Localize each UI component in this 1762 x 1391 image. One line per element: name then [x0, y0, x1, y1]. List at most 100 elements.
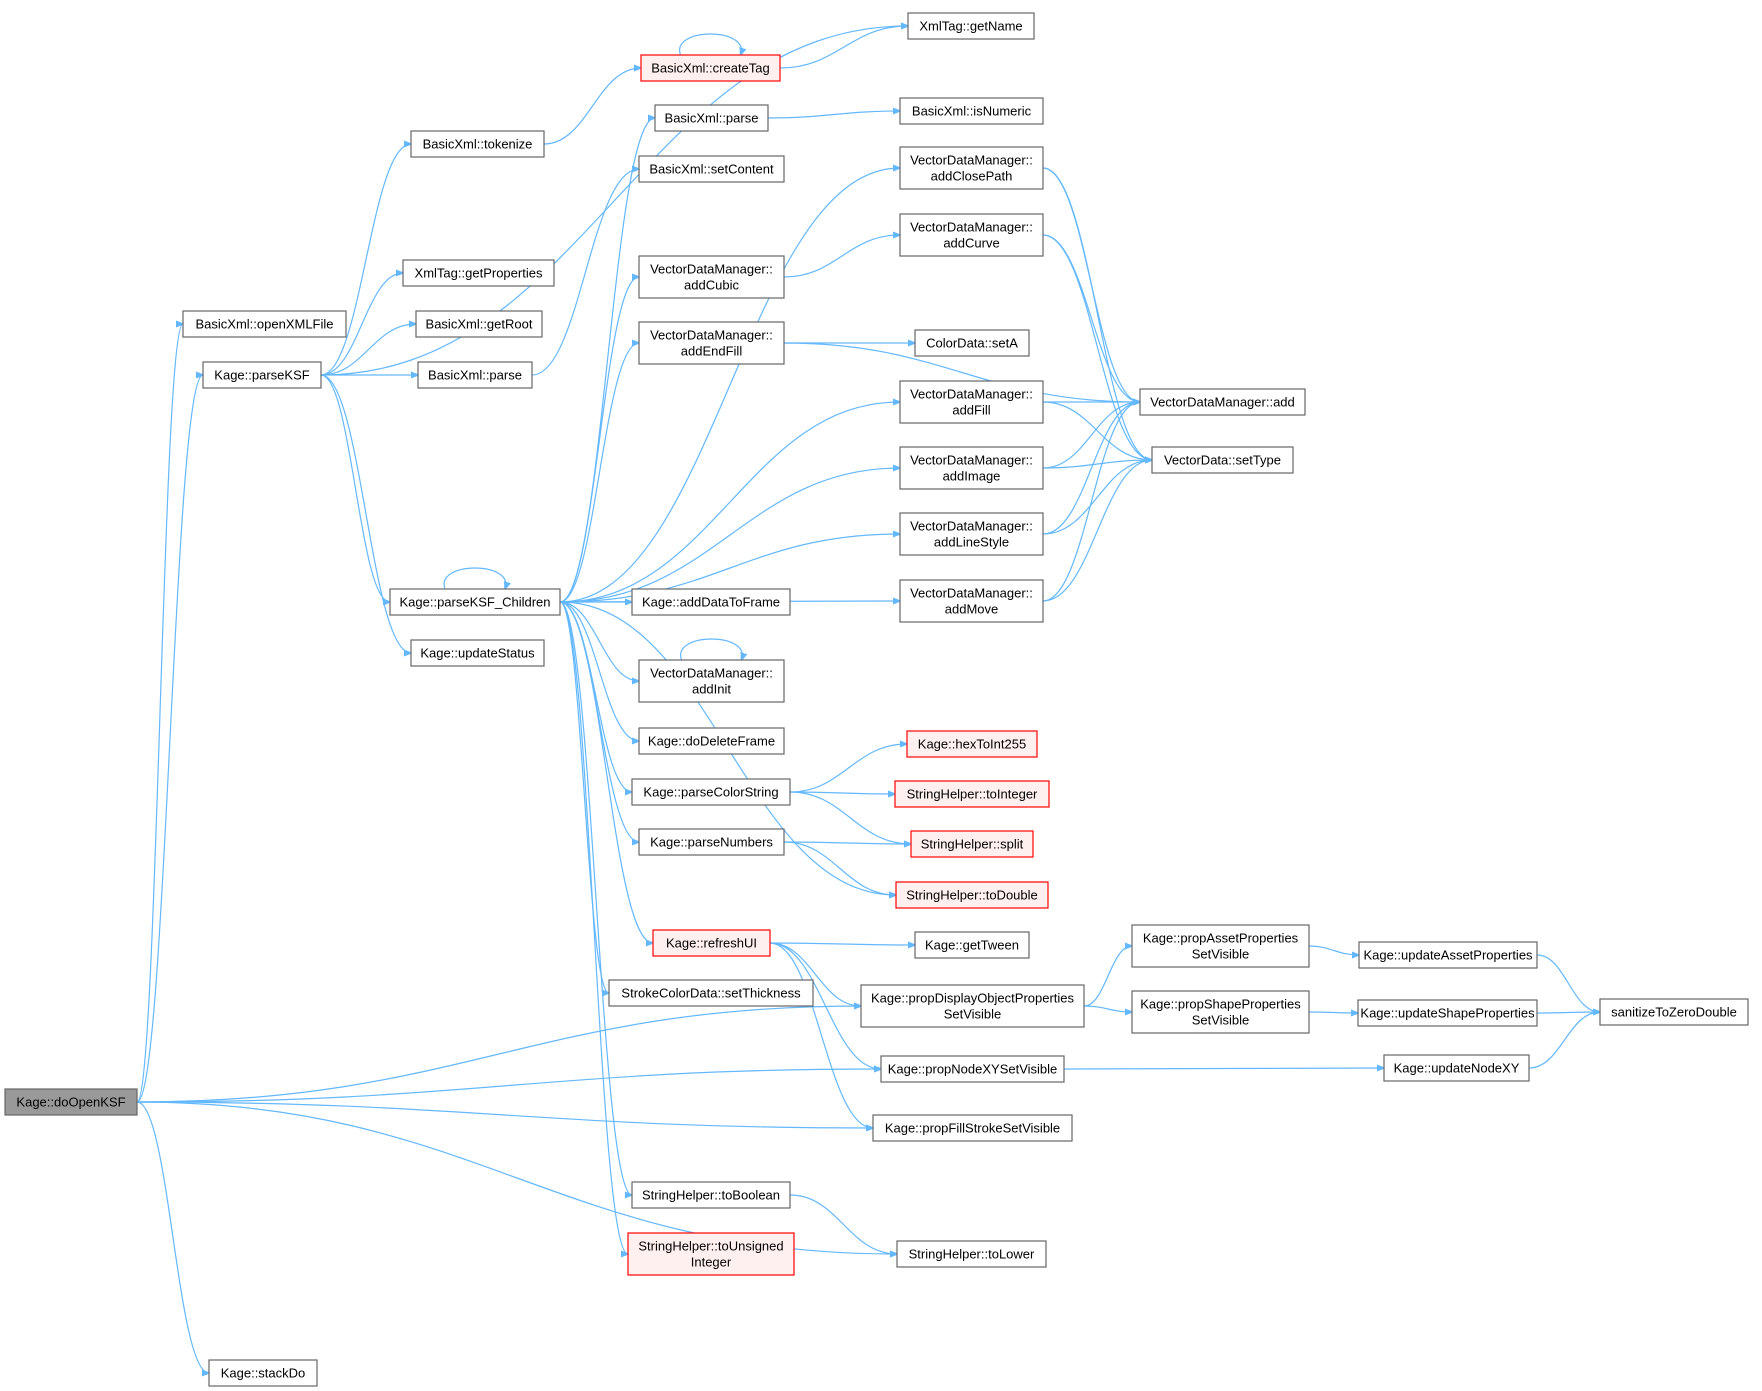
- node-getName[interactable]: XmlTag::getName: [907, 12, 1035, 40]
- node-addDataToFrame[interactable]: Kage::addDataToFrame: [631, 588, 791, 616]
- node-label: SetVisible: [1192, 947, 1250, 962]
- node-parseKSF[interactable]: Kage::parseKSF: [202, 361, 322, 389]
- node-box: [907, 12, 1035, 40]
- node-box: [899, 146, 1044, 190]
- node-tokenize[interactable]: BasicXml::tokenize: [410, 130, 545, 158]
- node-label: Kage::addDataToFrame: [642, 595, 780, 610]
- edge-updateShape-to-sanitize: [1536, 1012, 1600, 1013]
- node-label: ColorData::setA: [926, 336, 1018, 351]
- edge-parseKSFChildren-to-addLineStyle: [559, 534, 900, 603]
- node-label: Kage::updateNodeXY: [1394, 1061, 1520, 1076]
- node-addMove[interactable]: VectorDataManager::addMove: [899, 579, 1044, 623]
- node-stackDo[interactable]: Kage::stackDo: [208, 1359, 318, 1387]
- node-box: [638, 321, 785, 365]
- node-box: [638, 155, 785, 183]
- node-label: Kage::updateAssetProperties: [1363, 948, 1533, 963]
- node-box: [410, 130, 545, 158]
- node-addImage[interactable]: VectorDataManager::addImage: [899, 446, 1044, 490]
- node-bxParse1[interactable]: BasicXml::parse: [417, 361, 533, 389]
- node-refreshUI[interactable]: Kage::refreshUI: [652, 929, 771, 957]
- node-propNodeXY[interactable]: Kage::propNodeXYSetVisible: [880, 1055, 1065, 1083]
- edge-refreshUI-to-propFillStroke: [769, 942, 873, 1128]
- node-split[interactable]: StringHelper::split: [910, 830, 1034, 858]
- node-addFill[interactable]: VectorDataManager::addFill: [899, 380, 1044, 424]
- node-addCurve[interactable]: VectorDataManager::addCurve: [899, 213, 1044, 257]
- node-label: addCurve: [943, 236, 999, 251]
- edge-doOpenKSF-to-propFillStroke: [136, 1101, 873, 1128]
- node-setThickness[interactable]: StrokeColorData::setThickness: [608, 979, 814, 1007]
- edge-parseKSFChildren-to-addImage: [559, 468, 900, 603]
- node-updateShape[interactable]: Kage::updateShapeProperties: [1357, 999, 1538, 1027]
- edge-parseColorString-to-split: [789, 791, 911, 844]
- node-parseNumbers[interactable]: Kage::parseNumbers: [638, 828, 785, 856]
- edge-toBoolean-to-toLower: [789, 1194, 897, 1254]
- node-label: Kage::hexToInt255: [918, 737, 1026, 752]
- node-label: addEndFill: [681, 344, 743, 359]
- edge-doOpenKSF-to-propDisplay: [136, 1006, 861, 1103]
- edge-propDisplay-to-propAsset: [1083, 946, 1132, 1007]
- edge-parseKSFChildren-to-toUnsignedInteger: [559, 601, 628, 1254]
- node-addClosePath[interactable]: VectorDataManager::addClosePath: [899, 146, 1044, 190]
- edge-bxParse2-to-isNumeric: [767, 111, 900, 119]
- node-box: [638, 659, 785, 703]
- node-label: StringHelper::toBoolean: [642, 1188, 780, 1203]
- node-parseColorString[interactable]: Kage::parseColorString: [631, 778, 791, 806]
- node-updateNodeXY[interactable]: Kage::updateNodeXY: [1383, 1054, 1530, 1082]
- node-label: sanitizeToZeroDouble: [1611, 1005, 1737, 1020]
- node-isNumeric[interactable]: BasicXml::isNumeric: [899, 97, 1044, 125]
- node-addInit[interactable]: VectorDataManager::addInit: [638, 659, 785, 703]
- node-updateStatus[interactable]: Kage::updateStatus: [410, 639, 545, 667]
- edge-addCurve-to-vdmAdd: [1042, 234, 1140, 402]
- node-createTag[interactable]: BasicXml::createTag: [640, 54, 781, 82]
- node-bxParse2[interactable]: BasicXml::parse: [654, 104, 769, 132]
- edge-parseKSF-to-getProperties: [320, 273, 403, 376]
- node-addLineStyle[interactable]: VectorDataManager::addLineStyle: [899, 512, 1044, 556]
- node-box: [654, 104, 769, 132]
- edge-tokenize-to-createTag: [543, 68, 641, 145]
- edge-doOpenKSF-to-parseKSF: [136, 375, 203, 1103]
- node-propFillStroke[interactable]: Kage::propFillStrokeSetVisible: [872, 1114, 1073, 1142]
- node-setType[interactable]: VectorData::setType: [1151, 446, 1294, 474]
- node-vdmAdd[interactable]: VectorDataManager::add: [1139, 388, 1306, 416]
- node-updateAsset[interactable]: Kage::updateAssetProperties: [1358, 941, 1538, 969]
- node-hexToInt255[interactable]: Kage::hexToInt255: [906, 730, 1038, 758]
- node-doDeleteFrame[interactable]: Kage::doDeleteFrame: [638, 727, 785, 755]
- node-label: Integer: [691, 1255, 732, 1270]
- node-toBoolean[interactable]: StringHelper::toBoolean: [631, 1181, 791, 1209]
- node-box: [631, 588, 791, 616]
- node-label: Kage::updateShapeProperties: [1360, 1006, 1535, 1021]
- node-toDouble[interactable]: StringHelper::toDouble: [895, 881, 1049, 909]
- edge-addEndFill-to-vdmAdd: [783, 342, 1140, 402]
- node-getRoot[interactable]: BasicXml::getRoot: [415, 310, 543, 338]
- node-addEndFill[interactable]: VectorDataManager::addEndFill: [638, 321, 785, 365]
- node-label: XmlTag::getName: [919, 19, 1022, 34]
- node-parseKSFChildren[interactable]: Kage::parseKSF_Children: [389, 588, 561, 616]
- node-label: StringHelper::toLower: [909, 1247, 1035, 1262]
- node-getProperties[interactable]: XmlTag::getProperties: [402, 259, 555, 287]
- node-box: [1358, 941, 1538, 969]
- edge-parseKSFChildren-to-addInit: [559, 601, 639, 681]
- node-label: VectorDataManager::add: [1150, 395, 1295, 410]
- node-doOpenKSF[interactable]: Kage::doOpenKSF: [4, 1088, 138, 1116]
- node-setA[interactable]: ColorData::setA: [914, 329, 1030, 357]
- node-label: addCubic: [684, 278, 739, 293]
- node-toLower[interactable]: StringHelper::toLower: [896, 1240, 1047, 1268]
- edge-addLineStyle-to-vdmAdd: [1042, 402, 1140, 535]
- node-addCubic[interactable]: VectorDataManager::addCubic: [638, 255, 785, 299]
- node-sanitize[interactable]: sanitizeToZeroDouble: [1599, 998, 1749, 1026]
- node-openXMLFile[interactable]: BasicXml::openXMLFile: [182, 310, 347, 338]
- edge-addInit-to-addInit: [680, 638, 743, 660]
- edge-addLineStyle-to-setType: [1042, 460, 1152, 535]
- node-box: [631, 778, 791, 806]
- node-getTween[interactable]: Kage::getTween: [914, 931, 1030, 959]
- node-box: [899, 512, 1044, 556]
- node-label: Kage::propShapeProperties: [1140, 997, 1301, 1012]
- node-label: BasicXml::parse: [665, 111, 759, 126]
- node-label: VectorDataManager::: [650, 328, 773, 343]
- node-propDisplay[interactable]: Kage::propDisplayObjectPropertiesSetVisi…: [860, 984, 1085, 1028]
- node-toInteger[interactable]: StringHelper::toInteger: [894, 780, 1050, 808]
- node-setContent[interactable]: BasicXml::setContent: [638, 155, 785, 183]
